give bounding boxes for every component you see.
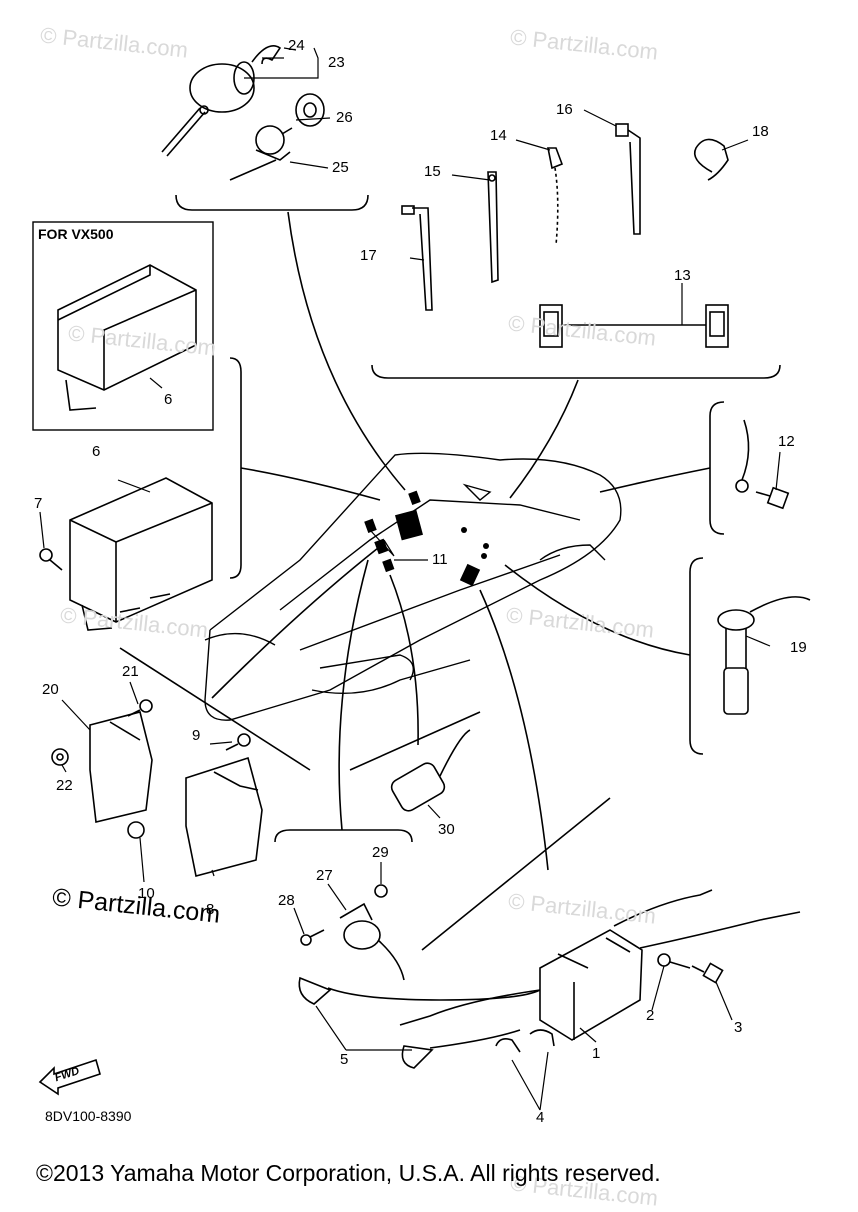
clamp-part-4 (495, 1029, 555, 1053)
leader-switch (287, 211, 406, 491)
ring-wire-part (735, 419, 750, 493)
bolt-part-7 (39, 548, 63, 571)
capacitor-part-30 (390, 729, 471, 812)
bolt-part-28 (300, 929, 325, 946)
bracket-27 (274, 829, 413, 843)
callout-12: 12 (778, 433, 795, 450)
callout-6: 6 (92, 443, 101, 460)
callout-24: 24 (288, 37, 305, 54)
callout-30: 30 (438, 821, 455, 838)
callout-21: 21 (122, 663, 139, 680)
leader-27 (338, 559, 369, 831)
bracket-12 (709, 401, 725, 535)
fwd-label-layer: FWD (53, 1065, 81, 1084)
band-part-16 (615, 123, 641, 235)
callout-13: 13 (674, 267, 691, 284)
bolt-part-21 (127, 699, 153, 717)
vx500-box (32, 221, 214, 431)
callout-leaders (39, 47, 781, 1111)
callout-23: 23 (328, 54, 345, 71)
connector-cluster (364, 490, 489, 587)
callout-1: 1 (592, 1045, 601, 1062)
callout-29: 29 (372, 844, 389, 861)
bolt-part-9 (225, 733, 251, 751)
band-part-17 (401, 205, 433, 311)
leader-rectifier (211, 547, 379, 699)
callout-9: 9 (192, 727, 201, 744)
leader-top-group (509, 379, 579, 499)
callout-6-vx500: 6 (164, 391, 173, 408)
band-part-15 (487, 171, 499, 284)
ring-part-2 (657, 953, 691, 969)
callout-7: 7 (34, 495, 43, 512)
leader-coil (479, 589, 549, 871)
callout-22: 22 (56, 777, 73, 794)
bracket-coil (421, 797, 611, 951)
callout-5: 5 (340, 1051, 349, 1068)
ground-wire-14 (547, 147, 564, 246)
cap-part-26 (295, 93, 325, 127)
reference-code: 8DV100-8390 (45, 1108, 132, 1124)
callout-17: 17 (360, 247, 377, 264)
bracket-top-right (371, 364, 781, 379)
rectifier-part-20 (89, 711, 153, 823)
bolt-part-3 (691, 962, 724, 984)
ignition-coil-part-1 (399, 889, 801, 1041)
bracket-19 (689, 557, 704, 755)
bracket-rectifier (119, 647, 311, 771)
callout-20: 20 (42, 681, 59, 698)
leader-ecu (240, 467, 381, 501)
ecu-vx500 (57, 264, 197, 411)
callout-15: 15 (424, 163, 441, 180)
main-switch-part (161, 45, 282, 157)
bolt-part-12 (755, 486, 790, 510)
leader-30 (389, 574, 419, 746)
callout-14: 14 (490, 127, 507, 144)
bracket-top-left (175, 194, 369, 211)
callout-27: 27 (316, 867, 333, 884)
callout-10: 10 (138, 885, 155, 902)
plug-cap-part-5 (298, 976, 541, 1069)
regulator-part-8 (185, 756, 263, 877)
callout-28: 28 (278, 892, 295, 909)
switch-part-25 (229, 125, 293, 181)
callout-8: 8 (206, 901, 215, 918)
leader-12 (599, 467, 711, 493)
callout-18: 18 (752, 123, 769, 140)
ecu-part-6 (69, 477, 213, 631)
callout-26: 26 (336, 109, 353, 126)
nut-part-22 (51, 748, 69, 766)
callout-19: 19 (790, 639, 807, 656)
nut-part-29 (374, 884, 388, 898)
vx500-box-title: FOR VX500 (38, 226, 114, 242)
fwd-arrow (38, 1058, 101, 1096)
callout-3: 3 (734, 1019, 743, 1036)
callout-4: 4 (536, 1109, 545, 1126)
callout-11: 11 (432, 551, 448, 568)
bracket-ecu (229, 357, 242, 579)
nut-part-10 (127, 821, 145, 839)
bracket-30 (349, 711, 481, 771)
clip-part-18 (693, 138, 729, 181)
callout-2: 2 (646, 1007, 655, 1024)
leader-19 (504, 564, 691, 656)
sensor-part-19 (717, 596, 811, 715)
sensor-part-27 (339, 902, 405, 981)
callout-25: 25 (332, 159, 349, 176)
copyright-notice: ©2013 Yamaha Motor Corporation, U.S.A. A… (36, 1160, 661, 1186)
hull-outline (204, 452, 622, 721)
fwd-label: FWD (53, 1065, 81, 1084)
callout-16: 16 (556, 101, 573, 118)
